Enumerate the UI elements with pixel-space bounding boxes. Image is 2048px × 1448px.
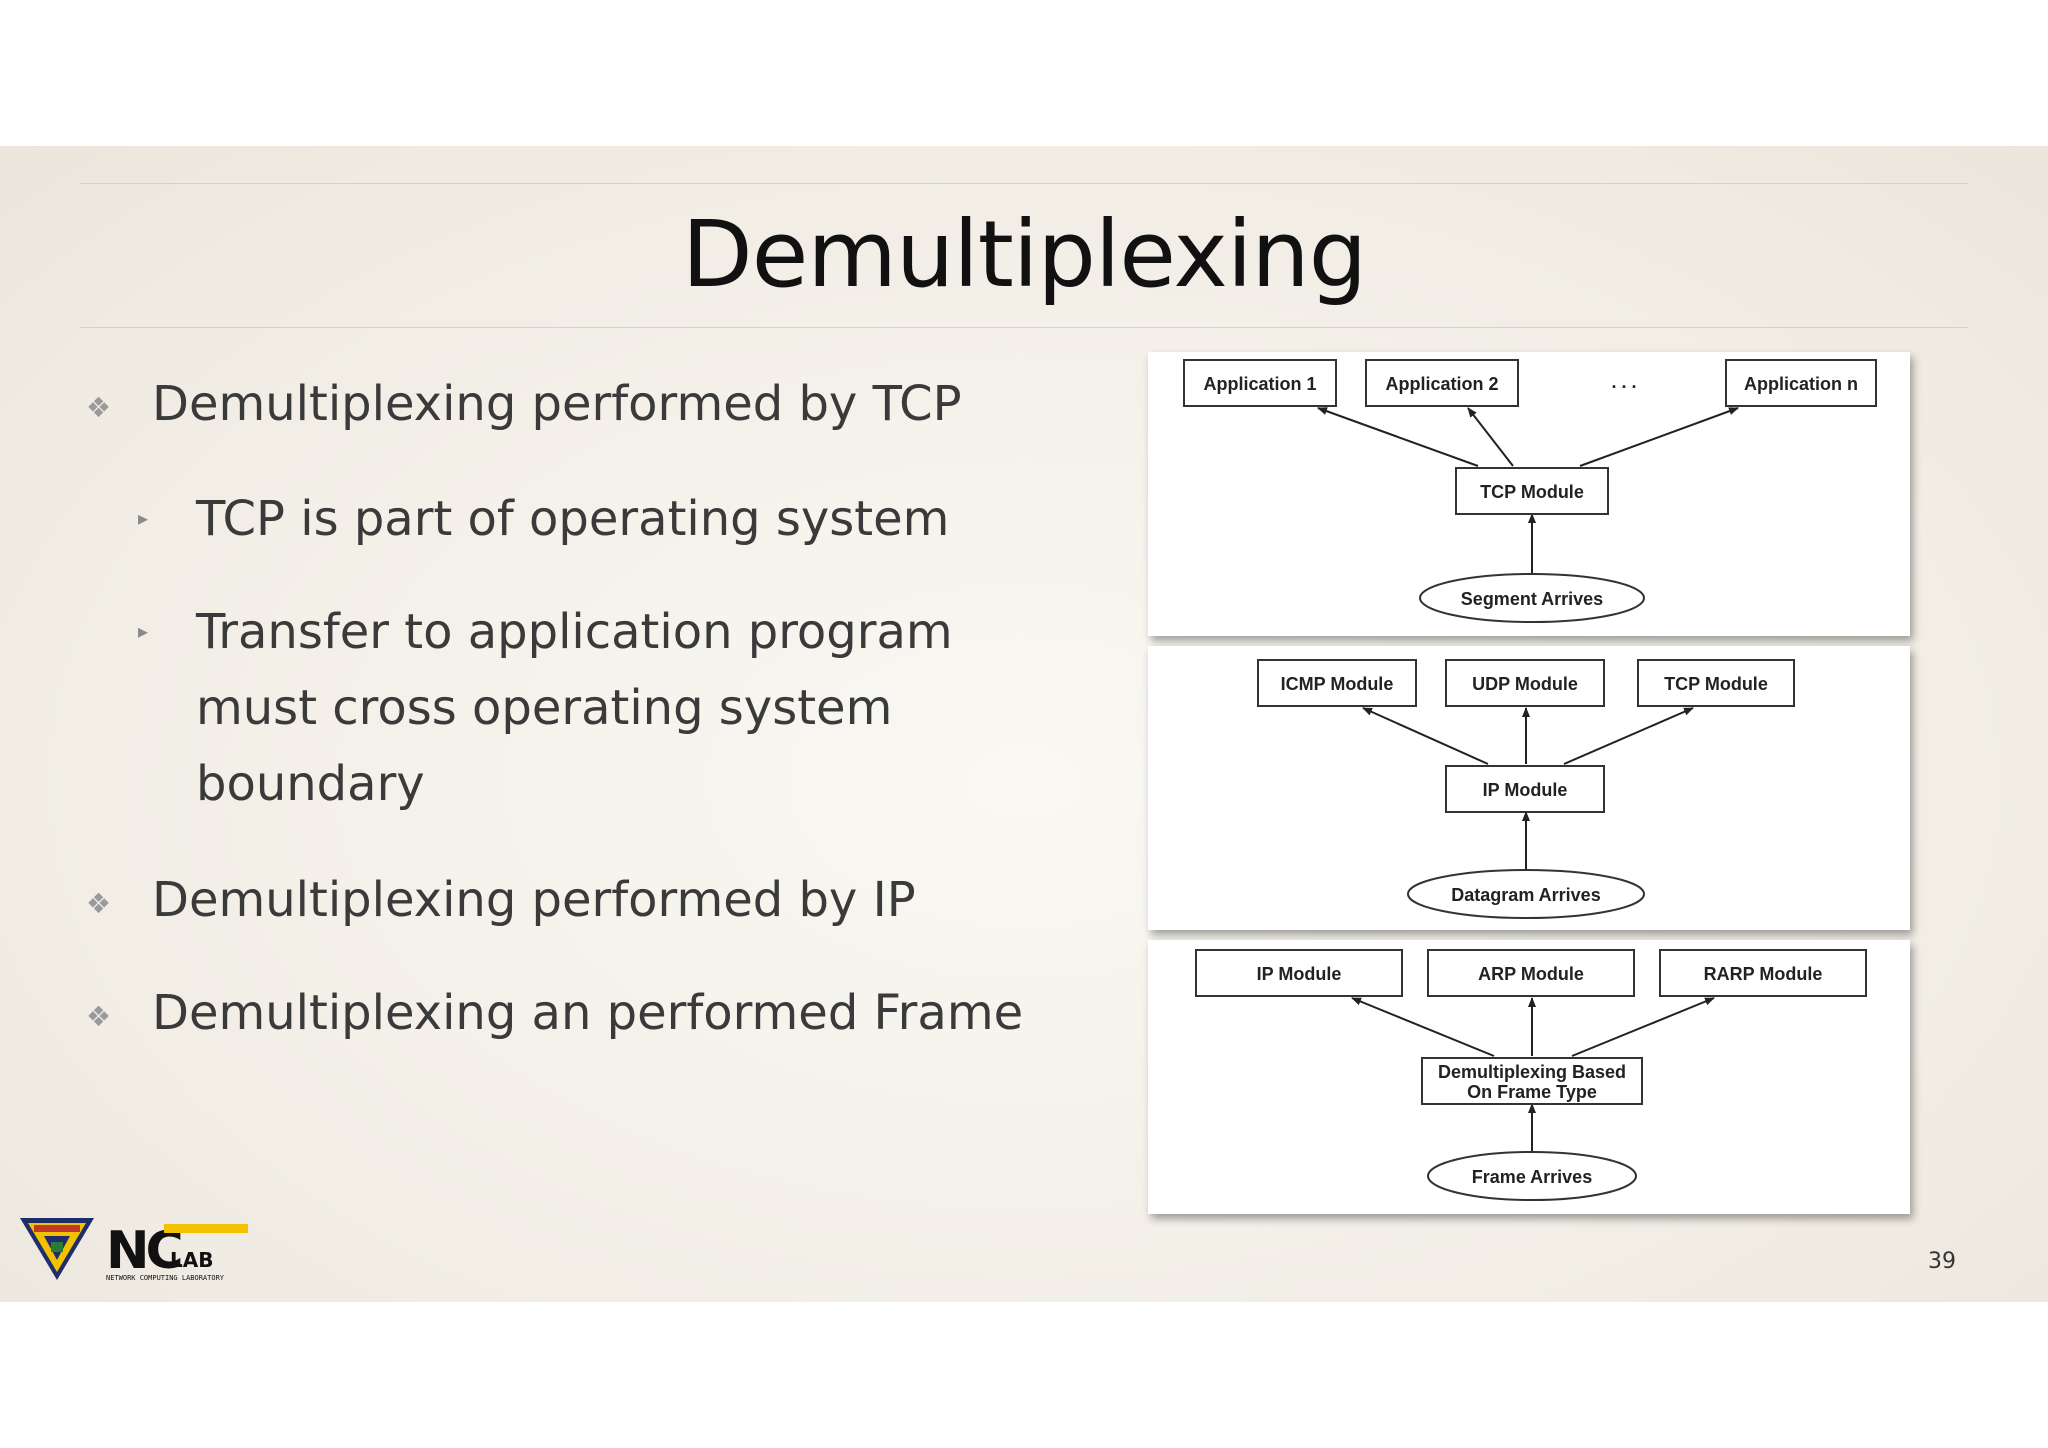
rarp-module-label: RARP Module — [1704, 964, 1823, 984]
datagram-arrives-node — [1407, 869, 1645, 919]
edge-tcp-appn — [1579, 407, 1739, 467]
udp-module-node — [1445, 659, 1605, 707]
triangle-bullet-icon: ▸ — [138, 506, 149, 530]
lab-full-name: NETWORK COMPUTING LABORATORY — [106, 1274, 225, 1282]
page-number: 39 — [1928, 1249, 1956, 1274]
bullet-frame: Demultiplexing an performed Frame — [152, 985, 1024, 1041]
application-2-node — [1365, 359, 1519, 407]
tcp-module-label: TCP Module — [1664, 674, 1768, 694]
frame-type-demux-node — [1421, 1057, 1643, 1105]
title-top-rule — [80, 183, 1968, 184]
tcp-module-node — [1455, 467, 1609, 515]
ellipsis-label: . . . — [1611, 372, 1636, 392]
udp-module-label: UDP Module — [1472, 674, 1578, 694]
tcp-module-node — [1637, 659, 1795, 707]
application-1-label: Application 1 — [1203, 374, 1316, 394]
edge-ip-tcp — [1563, 707, 1694, 765]
application-n-label: Application n — [1744, 374, 1858, 394]
arp-module-label: ARP Module — [1478, 964, 1584, 984]
frame-demux-diagram: IP Module ARP Module RARP Module Demulti… — [1148, 940, 1910, 1214]
lab-wordmark: LAB — [170, 1248, 213, 1272]
triangle-bullet-icon: ▸ — [138, 619, 149, 643]
sub-bullet-transfer-line2: must cross operating system — [196, 680, 893, 736]
logo-accent-bar — [164, 1224, 248, 1233]
frame-type-demux-label-line2: On Frame Type — [1467, 1082, 1597, 1102]
segment-arrives-node — [1419, 573, 1645, 623]
edge-tcp-app1 — [1317, 407, 1479, 467]
diamond-bullet-icon: ❖ — [86, 391, 112, 424]
nclab-logo: NC LAB NETWORK COMPUTING LABORATORY — [20, 1218, 248, 1282]
ip-module-node — [1445, 765, 1605, 813]
edge-demux-rarp — [1571, 997, 1715, 1057]
title-bottom-rule — [80, 327, 1968, 328]
slide-title: Demultiplexing — [681, 201, 1367, 308]
edge-tcp-app2 — [1467, 407, 1514, 467]
diamond-bullet-icon: ❖ — [86, 887, 112, 920]
bullet-ip: Demultiplexing performed by IP — [152, 872, 916, 928]
frame-arrives-node — [1427, 1151, 1637, 1201]
edge-demux-ip — [1351, 997, 1495, 1057]
slide: Demultiplexing ❖ Demultiplexing performe… — [0, 146, 2048, 1302]
rarp-module-node — [1659, 949, 1867, 997]
sub-bullet-transfer-line3: boundary — [196, 756, 425, 812]
datagram-arrives-label: Datagram Arrives — [1451, 885, 1600, 905]
ip-module-node — [1195, 949, 1403, 997]
frame-arrives-label: Frame Arrives — [1472, 1167, 1592, 1187]
frame-type-demux-label-line1: Demultiplexing Based — [1438, 1062, 1626, 1082]
diamond-bullet-icon: ❖ — [86, 1000, 112, 1033]
segment-arrives-label: Segment Arrives — [1461, 589, 1603, 609]
edge-ip-icmp — [1362, 707, 1489, 765]
sub-bullet-os: TCP is part of operating system — [196, 491, 950, 547]
icmp-module-label: ICMP Module — [1281, 674, 1394, 694]
ip-module-label: IP Module — [1483, 780, 1568, 800]
ip-module-label: IP Module — [1257, 964, 1342, 984]
application-n-node — [1725, 359, 1877, 407]
university-emblem-icon — [20, 1218, 94, 1280]
tcp-module-label: TCP Module — [1480, 482, 1584, 502]
bullet-tcp: Demultiplexing performed by TCP — [152, 376, 962, 432]
application-1-node — [1183, 359, 1337, 407]
ip-demux-diagram: ICMP Module UDP Module TCP Module IP Mod… — [1148, 646, 1910, 930]
tcp-demux-diagram: Application 1 Application 2 . . . Applic… — [1148, 352, 1910, 636]
application-2-label: Application 2 — [1385, 374, 1498, 394]
sub-bullet-transfer-line1: Transfer to application program — [196, 604, 953, 660]
arp-module-node — [1427, 949, 1635, 997]
icmp-module-node — [1257, 659, 1417, 707]
